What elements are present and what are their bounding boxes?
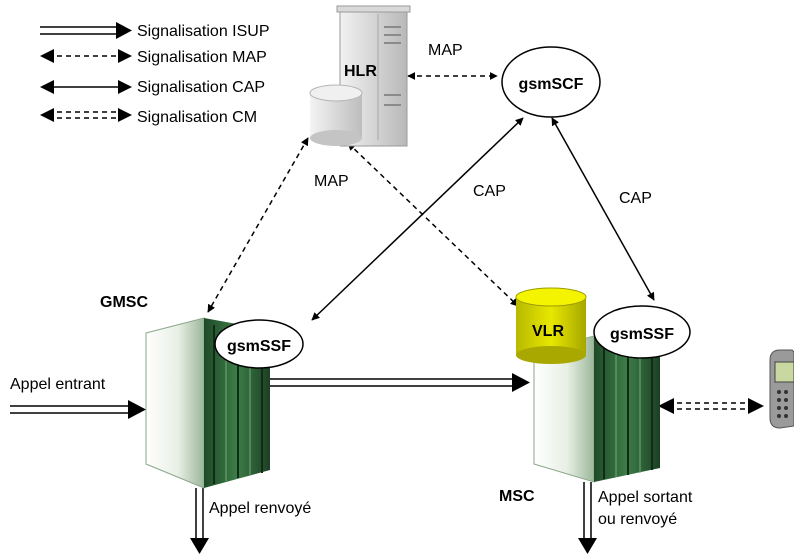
connections (10, 72, 764, 554)
legend-map-symbol (40, 49, 132, 63)
map-label-hlr-gsmscf: MAP (428, 42, 463, 59)
gmsc-gsmssf-label: gsmSSF (227, 338, 291, 355)
isup-link-gmsc-msc (268, 373, 530, 392)
msc-switch-icon (533, 335, 660, 483)
cm-link-msc-phone (658, 398, 764, 414)
mobile-phone-icon (769, 349, 794, 429)
gmsc-node: GMSC gsmSSF (100, 294, 304, 489)
map-label-hlr-down: MAP (314, 173, 349, 190)
legend-cap-label: Signalisation CAP (137, 79, 265, 96)
hlr-database-icon (309, 84, 363, 146)
vlr-database-icon (515, 287, 587, 364)
outgoing-call-label-line1: Appel sortant (598, 489, 693, 506)
outgoing-call-label-line2: ou renvoyé (598, 511, 677, 528)
isup-link-outgoing (578, 482, 597, 554)
legend-isup-symbol (40, 22, 132, 39)
map-link-hlr-vlr (347, 142, 519, 307)
gsmscf-node: gsmSCF (501, 46, 601, 118)
isup-link-forwarded (190, 488, 209, 554)
cap-link-gsmscf-gmsc (311, 117, 524, 321)
forwarded-call-label: Appel renvoyé (209, 500, 311, 517)
msc-node: VLR gsmSSF MSC (499, 287, 691, 505)
cap-label-left: CAP (473, 183, 506, 200)
hlr-node: HLR (309, 5, 411, 147)
legend-isup-label: Signalisation ISUP (137, 23, 270, 40)
gsmscf-label: gsmSCF (519, 76, 584, 93)
isup-link-incoming (10, 400, 146, 419)
hlr-label: HLR (344, 63, 377, 80)
msc-label: MSC (499, 488, 535, 505)
cap-label-right: CAP (619, 190, 652, 207)
gmsc-label: GMSC (100, 294, 148, 311)
legend-cap-symbol (40, 80, 132, 94)
msc-gsmssf-label: gsmSSF (610, 326, 674, 343)
legend-cm-symbol (40, 108, 132, 122)
legend-cm-label: Signalisation CM (137, 109, 257, 126)
legend: Signalisation ISUP Signalisation MAP Sig… (40, 22, 270, 126)
map-link-hlr-gmsc (207, 137, 309, 313)
vlr-label: VLR (532, 323, 564, 340)
incoming-call-label: Appel entrant (10, 376, 106, 393)
legend-map-label: Signalisation MAP (137, 49, 267, 66)
cap-link-gsmscf-msc (551, 117, 655, 301)
